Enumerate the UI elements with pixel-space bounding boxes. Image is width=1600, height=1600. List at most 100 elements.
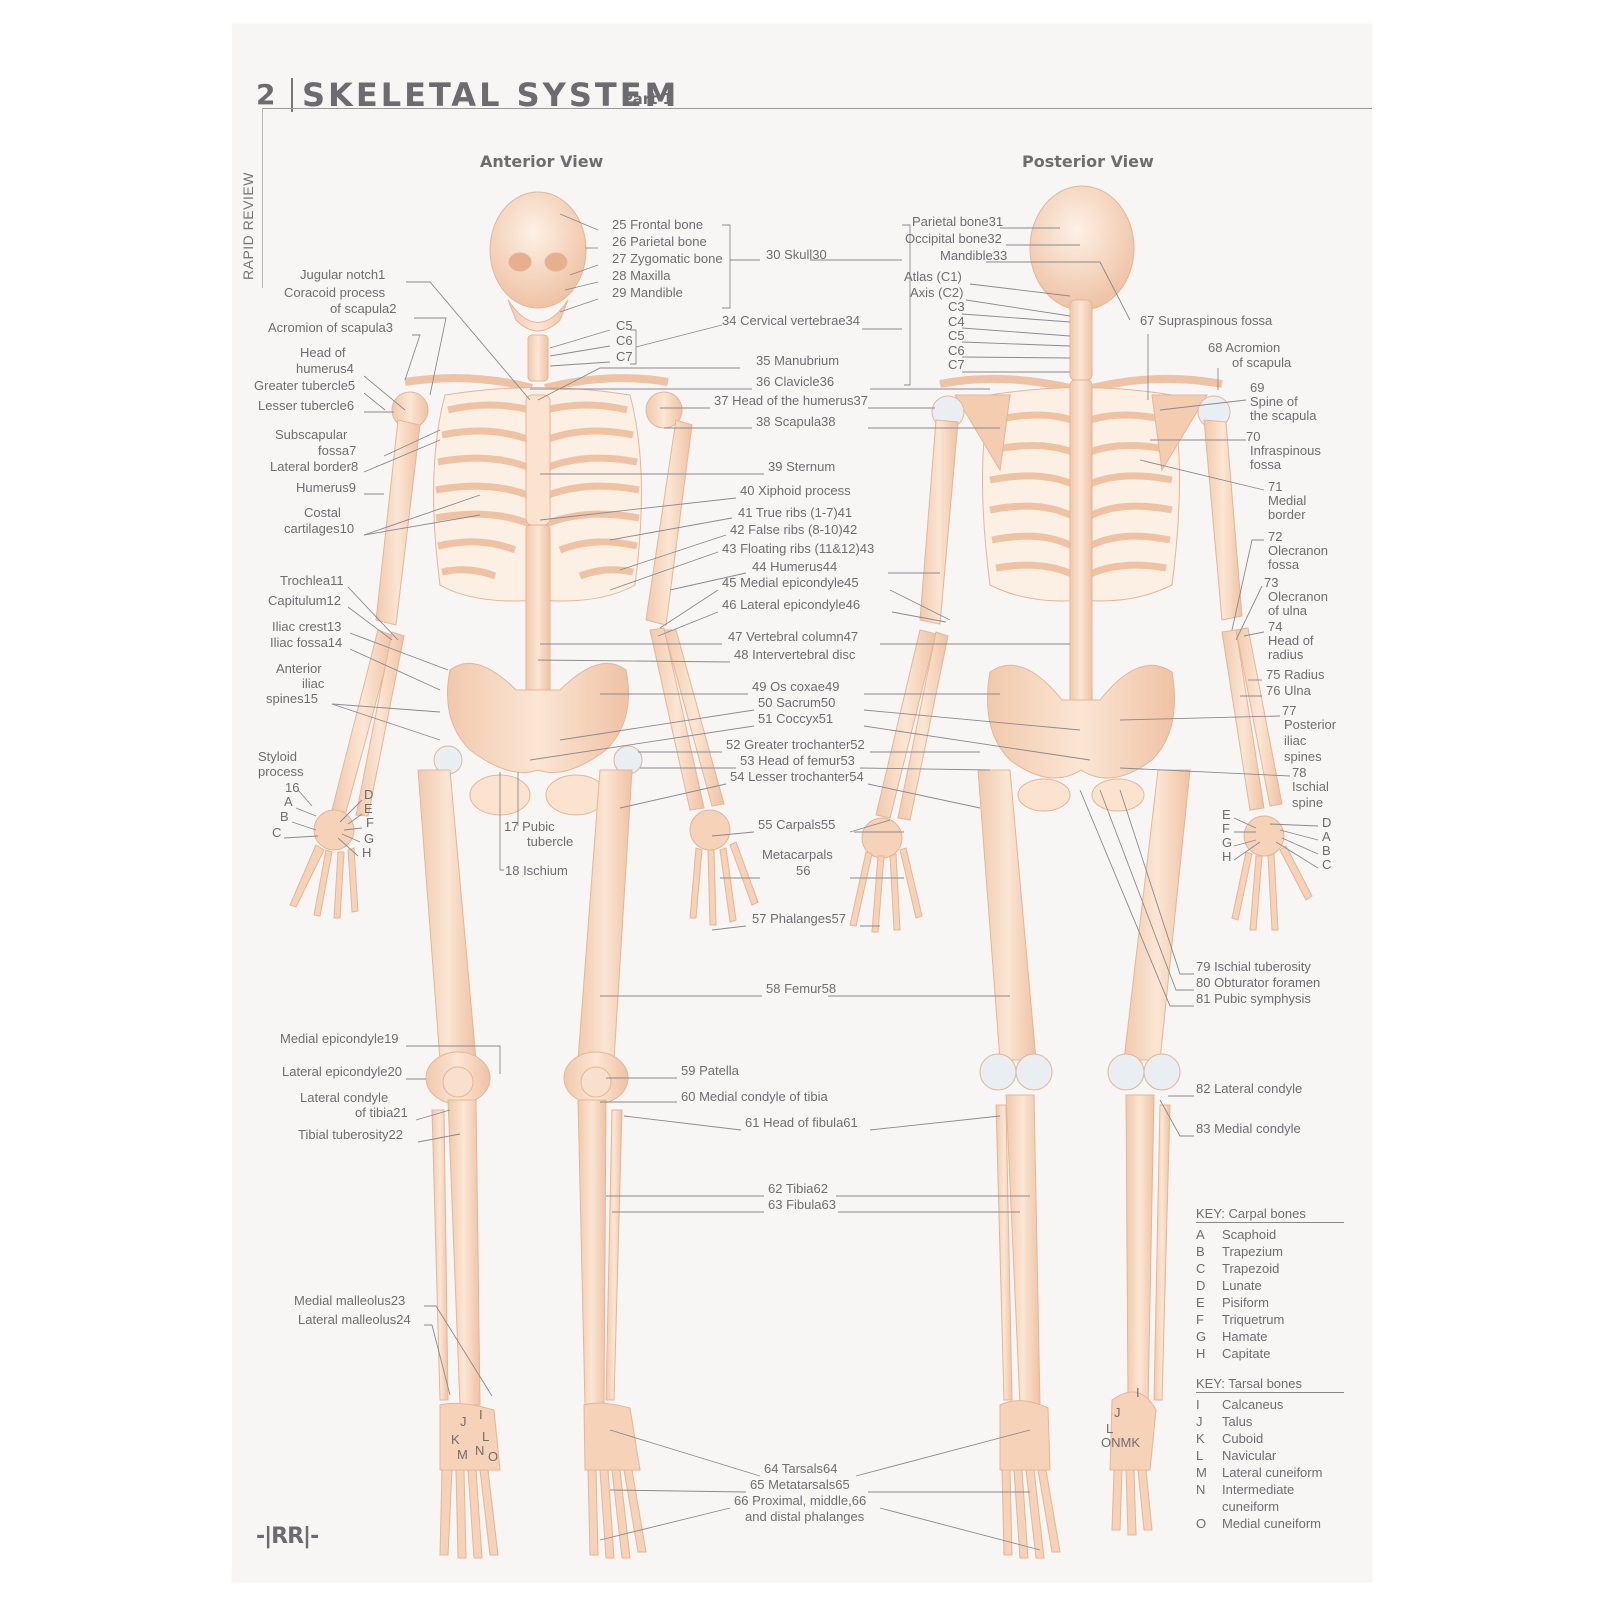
anatomy-label: Iliac crest13	[272, 619, 342, 634]
anatomy-label: Tibial tuberosity22	[298, 1127, 404, 1142]
anatomy-label: 79 Ischial tuberosity	[1196, 959, 1311, 974]
anatomy-label: 41 True ribs (1-7)41	[738, 505, 853, 520]
anatomy-label: 71	[1268, 479, 1283, 494]
key-row: G Hamate	[1196, 1328, 1344, 1345]
anatomy-label: 40 Xiphoid process	[740, 483, 851, 498]
anatomy-label: Axis (C2)	[910, 285, 964, 300]
anatomy-label: 42 False ribs (8-10)42	[730, 522, 858, 537]
page-title: SKELETAL SYSTEM	[302, 76, 680, 114]
key-letter: E	[1196, 1295, 1205, 1310]
anatomy-label: 65 Metatarsals65	[750, 1477, 850, 1492]
anatomy-label: H	[362, 845, 372, 860]
key-bone-name: Talus	[1222, 1414, 1253, 1429]
key-bone-name: Scaphoid	[1222, 1227, 1277, 1242]
anatomy-label: Lateral border8	[270, 459, 359, 474]
anatomy-label: 50 Sacrum50	[758, 695, 836, 710]
anatomy-label: 76 Ulna	[1266, 683, 1311, 698]
anatomy-label: fossa	[1250, 457, 1282, 472]
anatomy-label: 77	[1282, 703, 1297, 718]
side-rule	[262, 108, 263, 288]
anatomy-label: Styloid	[258, 749, 298, 764]
key-bone-name: Pisiform	[1222, 1295, 1269, 1310]
anatomy-label: Lesser tubercle6	[258, 398, 355, 413]
title-divider	[291, 78, 293, 112]
anatomy-label: Humerus9	[296, 480, 356, 495]
anatomy-label: N	[475, 1443, 485, 1458]
anatomy-label: Spine of	[1250, 394, 1298, 409]
key-letter: O	[1196, 1516, 1207, 1531]
anatomy-label: C7	[948, 357, 965, 372]
anatomy-label: 57 Phalanges57	[752, 911, 846, 926]
anatomy-label: Lateral malleolus24	[298, 1312, 411, 1327]
anatomy-label: J	[1114, 1405, 1121, 1420]
key-letter: N	[1196, 1482, 1206, 1497]
anatomy-label: cartilages10	[284, 521, 355, 536]
key-row: cuneiform	[1196, 1498, 1344, 1515]
anatomy-label: 51 Coccyx51	[758, 711, 834, 726]
anatomy-label: C	[272, 825, 282, 840]
key-letter: I	[1196, 1397, 1200, 1412]
anatomy-label: B	[280, 809, 289, 824]
anatomy-label: Atlas (C1)	[904, 269, 962, 284]
anatomy-label: 49 Os coxae49	[752, 679, 840, 694]
key-row: E Pisiform	[1196, 1294, 1344, 1311]
key-bone-name: cuneiform	[1222, 1499, 1280, 1514]
key-bone-name: Trapezoid	[1222, 1261, 1280, 1276]
anatomy-label: 58 Femur58	[766, 981, 837, 996]
rr-logo: -|RR|-	[256, 1524, 319, 1549]
anatomy-label: 53 Head of femur53	[740, 753, 855, 768]
anatomy-label: C6	[616, 333, 633, 348]
key-letter: G	[1196, 1329, 1207, 1344]
key-letter: C	[1196, 1261, 1206, 1276]
anatomy-label: 26 Parietal bone	[612, 234, 707, 249]
anatomy-label: C5	[616, 318, 633, 333]
anatomy-label: C6	[948, 343, 965, 358]
anatomy-label: C5	[948, 328, 965, 343]
anatomy-label: Greater tubercle5	[254, 378, 356, 393]
anatomy-label: humerus4	[296, 361, 354, 376]
anatomy-label: 56	[796, 863, 811, 878]
anatomy-label: 45 Medial epicondyle45	[722, 575, 859, 590]
anatomy-label: D	[364, 787, 374, 802]
anatomy-label: 29 Mandible	[612, 285, 683, 300]
anatomy-label: Occipital bone32	[905, 231, 1002, 246]
key-bone-name: Triquetrum	[1222, 1312, 1285, 1327]
anatomy-label: 74	[1268, 619, 1283, 634]
anatomy-label: 17 Pubic	[504, 819, 555, 834]
anatomy-label: 47 Vertebral column47	[728, 629, 859, 644]
anatomy-label: Infraspinous	[1250, 443, 1321, 458]
key-bone-name: Trapezium	[1222, 1244, 1283, 1259]
anatomy-label: 46 Lateral epicondyle46	[722, 597, 861, 612]
anatomy-label: 63 Fibula63	[768, 1197, 836, 1212]
anatomy-label: 36 Clavicle36	[756, 374, 835, 389]
key-letter: K	[1196, 1431, 1205, 1446]
key-bone-name: Intermediate	[1222, 1482, 1295, 1497]
anatomy-label: ONMK	[1101, 1435, 1140, 1450]
tarsal-key-heading: KEY: Tarsal bones	[1196, 1376, 1344, 1393]
anatomy-label: 44 Humerus44	[752, 559, 838, 574]
anatomy-label: 82 Lateral condyle	[1196, 1081, 1303, 1096]
anatomy-label: 39 Sternum	[768, 459, 836, 474]
key-row: C Trapezoid	[1196, 1260, 1344, 1277]
anatomy-label: 64 Tarsals64	[764, 1461, 838, 1476]
anatomy-label: 55 Carpals55	[758, 817, 836, 832]
anatomy-label: 68 Acromion	[1208, 340, 1281, 355]
anatomy-label: B	[1322, 843, 1331, 858]
anatomy-label: L	[1106, 1421, 1114, 1436]
anatomy-label: C4	[948, 314, 965, 329]
anatomy-label: iliac	[1284, 733, 1307, 748]
anatomy-label: 18 Ischium	[505, 863, 568, 878]
anatomy-label: the scapula	[1250, 408, 1317, 423]
anatomy-label: 34 Cervical vertebrae34	[722, 313, 861, 328]
anatomy-label: G	[1222, 835, 1233, 850]
key-bone-name: Hamate	[1222, 1329, 1268, 1344]
key-letter: L	[1196, 1448, 1204, 1463]
anatomy-label: I	[479, 1407, 483, 1422]
anatomy-label: M	[457, 1447, 468, 1462]
anatomy-label: Medial	[1268, 493, 1307, 508]
key-letter: J	[1196, 1414, 1203, 1429]
